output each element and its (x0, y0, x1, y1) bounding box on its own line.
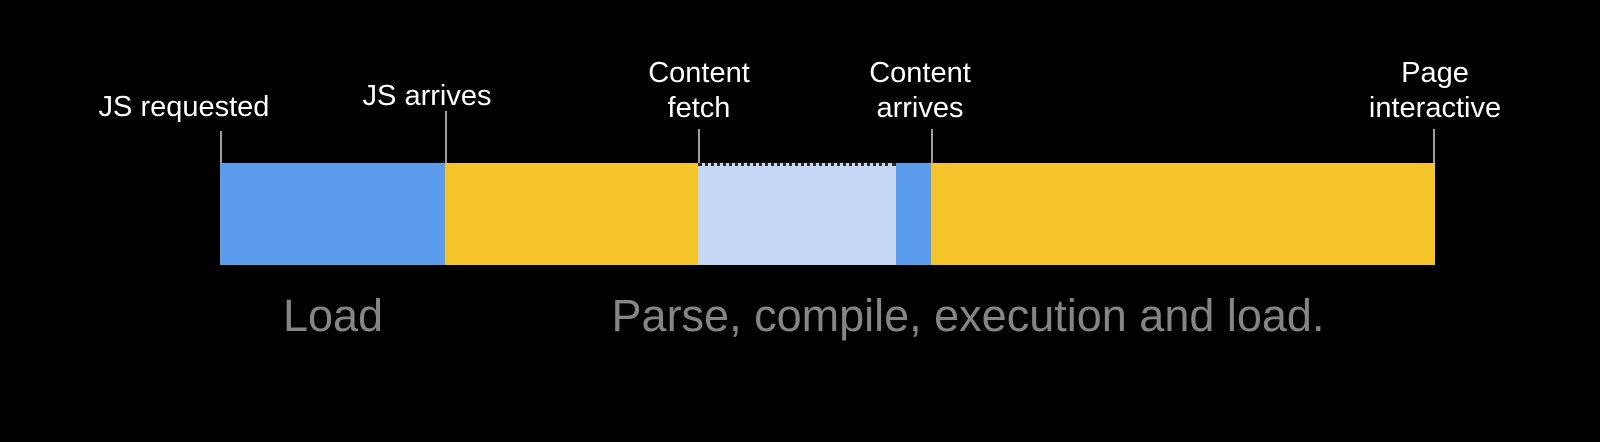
tick-content-arrives (931, 129, 933, 163)
tick-js-requested (220, 131, 222, 163)
tick-page-interactive (1433, 129, 1435, 163)
timeline-bar (220, 163, 1435, 265)
caption-parse-compile-execute-load: Parse, compile, execution and load. (611, 290, 1325, 341)
event-label-content-fetch: Content fetch (648, 57, 750, 124)
event-label-js-requested: JS requested (98, 91, 270, 123)
event-label-js-arrives: JS arrives (362, 80, 492, 112)
event-label-content-arrives: Content arrives (869, 57, 971, 124)
segment-parse-compile-1 (445, 163, 698, 265)
tick-js-arrives (445, 111, 447, 163)
segment-content-fetch (698, 163, 896, 265)
tick-content-fetch (698, 129, 700, 163)
segment-js-download (220, 163, 445, 265)
caption-load: Load (282, 290, 384, 341)
segment-content-download (896, 163, 931, 265)
event-label-page-interactive: Page interactive (1368, 57, 1502, 124)
segment-parse-compile-2 (931, 163, 1435, 265)
